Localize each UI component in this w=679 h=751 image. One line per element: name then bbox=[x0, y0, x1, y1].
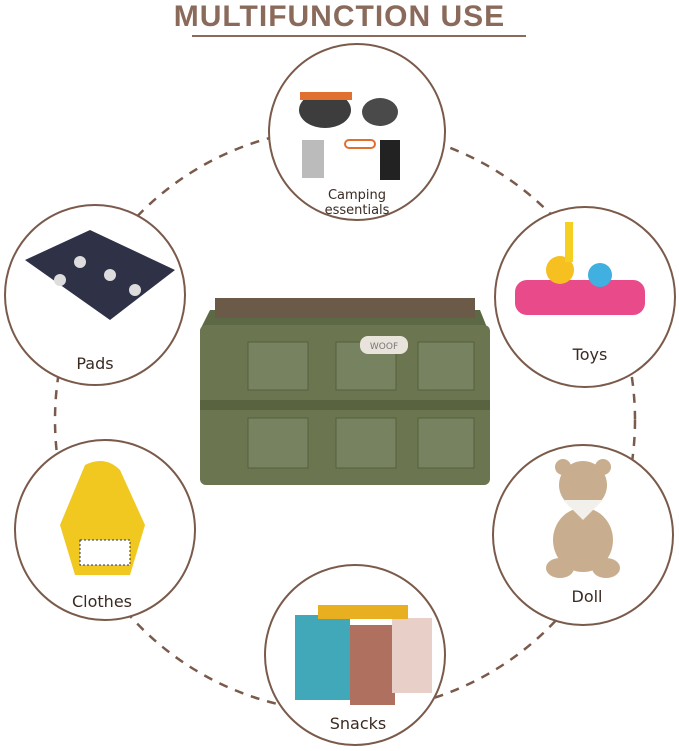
woof-badge bbox=[360, 336, 408, 354]
dashed-ring bbox=[53, 126, 637, 714]
label-camping: Camping essentials bbox=[267, 188, 447, 218]
label-snacks: Snacks bbox=[329, 714, 387, 733]
label-toys: Toys bbox=[572, 345, 608, 364]
wooden-lid bbox=[215, 298, 475, 318]
label-camping-line2: essentials bbox=[324, 203, 390, 218]
teddy-bear-image bbox=[546, 459, 620, 578]
title-underline bbox=[192, 35, 526, 37]
pad-image bbox=[25, 230, 175, 320]
label-clothes: Clothes bbox=[72, 592, 132, 611]
snack-bags-image bbox=[295, 605, 432, 705]
label-camping-line1: Camping bbox=[327, 188, 387, 203]
camping-gear-image bbox=[299, 92, 400, 180]
label-pads: Pads bbox=[76, 354, 114, 373]
storage-crate-image: WOOF bbox=[200, 298, 490, 485]
toys-image bbox=[515, 222, 645, 315]
label-doll: Doll bbox=[571, 587, 603, 606]
raincoat-image bbox=[60, 461, 145, 575]
badge-text: WOOF bbox=[370, 342, 398, 352]
page-title: MULTIFUNCTION USE bbox=[173, 0, 506, 33]
